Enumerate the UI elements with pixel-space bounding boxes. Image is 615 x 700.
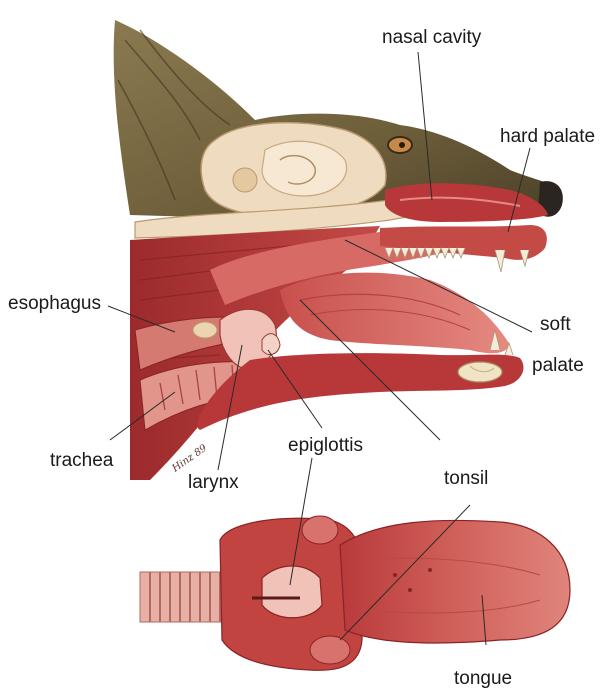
head-section-illustration: Hinz 89 xyxy=(114,20,563,480)
tongue-in-mouth xyxy=(280,273,510,354)
epiglottis-shape xyxy=(262,334,280,355)
tongue-dorsal xyxy=(340,520,570,643)
tongue-dorsal-illustration xyxy=(140,516,570,670)
label-tongue: tongue xyxy=(454,668,512,689)
label-esophagus: esophagus xyxy=(8,293,101,314)
label-epiglottis: epiglottis xyxy=(288,435,363,456)
tonsil-lower xyxy=(310,636,350,664)
label-tonsil: tonsil xyxy=(444,468,488,489)
tonsil-upper xyxy=(302,516,338,544)
label-trachea: trachea xyxy=(50,450,114,471)
label-palate: palate xyxy=(532,355,584,376)
label-nasal-cavity: nasal cavity xyxy=(382,27,482,48)
label-larynx: larynx xyxy=(188,472,239,493)
mandible-bone xyxy=(458,362,502,382)
brain-cavity-detail xyxy=(262,141,347,196)
label-hard-palate: hard palate xyxy=(500,126,595,147)
label-soft: soft xyxy=(540,314,571,335)
